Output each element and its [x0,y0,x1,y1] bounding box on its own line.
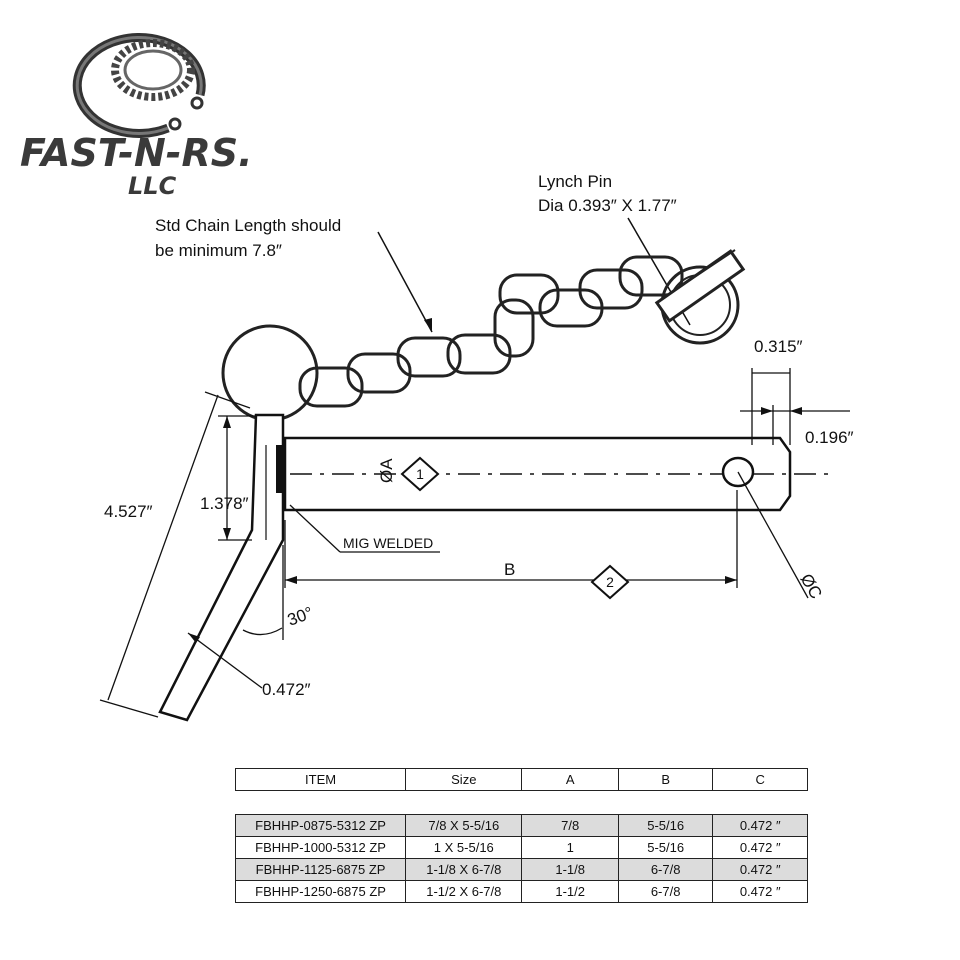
hitch-pin [158,413,835,722]
cell-c: 0.472 ″ [712,814,808,837]
datum-tag-1: 1 [400,456,440,492]
chain-note-line1: Std Chain Length should [155,216,341,235]
chain-link [396,336,462,378]
table-header-row: ITEM Size A B C [234,768,808,791]
dim-0196: 0.196″ [805,428,854,447]
table-row: FBHHP-1125-6875 ZP 1-1/8 X 6-7/8 1-1/8 6… [234,858,808,881]
cell-item: FBHHP-0875-5312 ZP [234,814,407,837]
cell-c: 0.472 ″ [712,858,808,881]
arrowheads [188,407,802,643]
cell-size: 1-1/8 X 6-7/8 [405,858,523,881]
brand-logo: FAST-N-RS. LLC [20,32,253,200]
col-header-c: C [712,768,808,791]
dim-dia-c: ØC [797,571,826,603]
cell-item: FBHHP-1250-6875 ZP [234,880,407,903]
lynch-note-line2: Dia 0.393″ X 1.77″ [538,196,677,215]
chain-link [498,273,560,315]
cell-size: 7/8 X 5-5/16 [405,814,523,837]
dim-0472: 0.472″ [262,680,311,699]
cell-b: 5-5/16 [617,836,714,859]
retaining-ring-icon [72,32,206,138]
chain-link [446,333,512,375]
chain [221,255,684,422]
lynch-pin [654,249,746,345]
svg-text:1: 1 [416,466,424,482]
brand-suffix: LLC [128,172,177,200]
datum-tag-2: 2 [590,564,630,600]
cell-size: 1 X 5-5/16 [405,836,523,859]
chain-link [578,268,644,310]
chain-link [298,366,364,408]
chain-note-arrow [424,318,432,332]
col-header-item: ITEM [234,768,407,791]
cell-b: 5-5/16 [617,814,714,837]
cell-a: 1-1/8 [521,858,619,881]
chain-link [618,255,684,297]
cell-b: 6-7/8 [617,880,714,903]
table-spacer [235,790,808,815]
svg-text:2: 2 [606,574,614,590]
weld-bead [276,445,282,493]
chain-link [493,298,535,358]
table-row: FBHHP-1000-5312 ZP 1 X 5-5/16 1 5-5/16 0… [234,836,808,859]
mig-welded-label: MIG WELDED [343,535,433,551]
dim-dia-a: ØA [377,458,396,483]
spec-table: ITEM Size A B C FBHHP-0875-5312 ZP 7/8 X… [234,768,808,903]
cell-item: FBHHP-1125-6875 ZP [234,858,407,881]
table-row: FBHHP-1250-6875 ZP 1-1/2 X 6-7/8 1-1/2 6… [234,880,808,903]
chain-link [346,352,412,394]
dim-angle: 30° [285,603,316,630]
cell-c: 0.472 ″ [712,880,808,903]
dim-1378: 1.378″ [200,494,249,513]
cell-item: FBHHP-1000-5312 ZP [234,836,407,859]
dim-0315: 0.315″ [754,337,803,356]
pull-ring [221,324,319,422]
cell-a: 1-1/2 [521,880,619,903]
cell-c: 0.472 ″ [712,836,808,859]
col-header-a: A [521,768,619,791]
dim-b: B [504,560,515,579]
cell-a: 1 [521,836,619,859]
dim-4527: 4.527″ [104,502,153,521]
cell-size: 1-1/2 X 6-7/8 [405,880,523,903]
cell-b: 6-7/8 [617,858,714,881]
chain-note-line2: be minimum 7.8″ [155,241,282,260]
table-row: FBHHP-0875-5312 ZP 7/8 X 5-5/16 7/8 5-5/… [234,814,808,837]
col-header-size: Size [405,768,523,791]
chain-note-leader [377,231,433,333]
brand-name: FAST-N-RS. [20,131,253,175]
lynch-note-line1: Lynch Pin [538,172,612,191]
col-header-b: B [617,768,714,791]
cell-a: 7/8 [521,814,619,837]
